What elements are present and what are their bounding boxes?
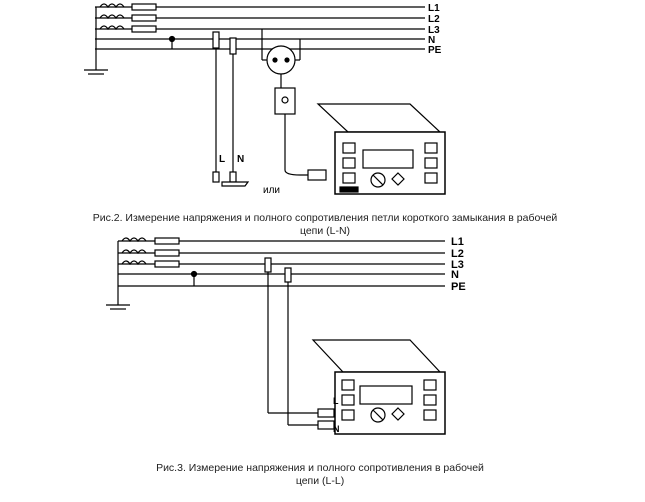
fuses	[154, 237, 180, 268]
label-l3: L3	[451, 259, 464, 271]
caption-line-2: цепи (L-L)	[295, 475, 345, 487]
ground-symbol	[84, 69, 108, 75]
label-pe: PE	[428, 45, 442, 56]
probe-n-label: N	[237, 154, 244, 165]
probe-tips	[212, 171, 250, 187]
transformer-windings	[95, 3, 125, 70]
label-l3: L3	[428, 25, 440, 36]
label-l2: L2	[451, 248, 464, 260]
wall-socket	[261, 29, 301, 75]
meter-device	[316, 103, 446, 195]
fuses	[131, 3, 157, 33]
terminal-l-label: L	[333, 396, 339, 406]
caption-line-1: Рис.3. Измерение напряжения и полного со…	[156, 462, 484, 474]
caption-line-1: Рис.2. Измерение напряжения и полного со…	[92, 212, 558, 224]
label-pe: PE	[451, 281, 466, 293]
label-l1: L1	[428, 3, 440, 14]
label-n: N	[428, 35, 435, 46]
or-label: или	[263, 185, 280, 196]
figure-2-caption: Рис.2. Измерение напряжения и полного со…	[60, 212, 590, 238]
probe-l-label: L	[219, 154, 225, 165]
figure-2-diagram	[84, 3, 446, 195]
label-n: N	[451, 269, 459, 281]
figure-3-caption: Рис.3. Измерение напряжения и полного со…	[110, 462, 530, 488]
probe-n	[229, 37, 237, 182]
meter-device	[311, 339, 446, 435]
probe-l	[212, 31, 220, 182]
label-l2: L2	[428, 14, 440, 25]
transformer-windings	[117, 237, 147, 305]
ground-symbol	[106, 304, 130, 310]
figure-3-diagram	[106, 237, 446, 435]
plug-adapter	[274, 74, 327, 181]
caption-line-2: цепи (L-N)	[299, 225, 351, 237]
probe-l	[264, 257, 335, 414]
label-l1: L1	[451, 236, 464, 248]
terminal-n-label: N	[333, 424, 340, 434]
